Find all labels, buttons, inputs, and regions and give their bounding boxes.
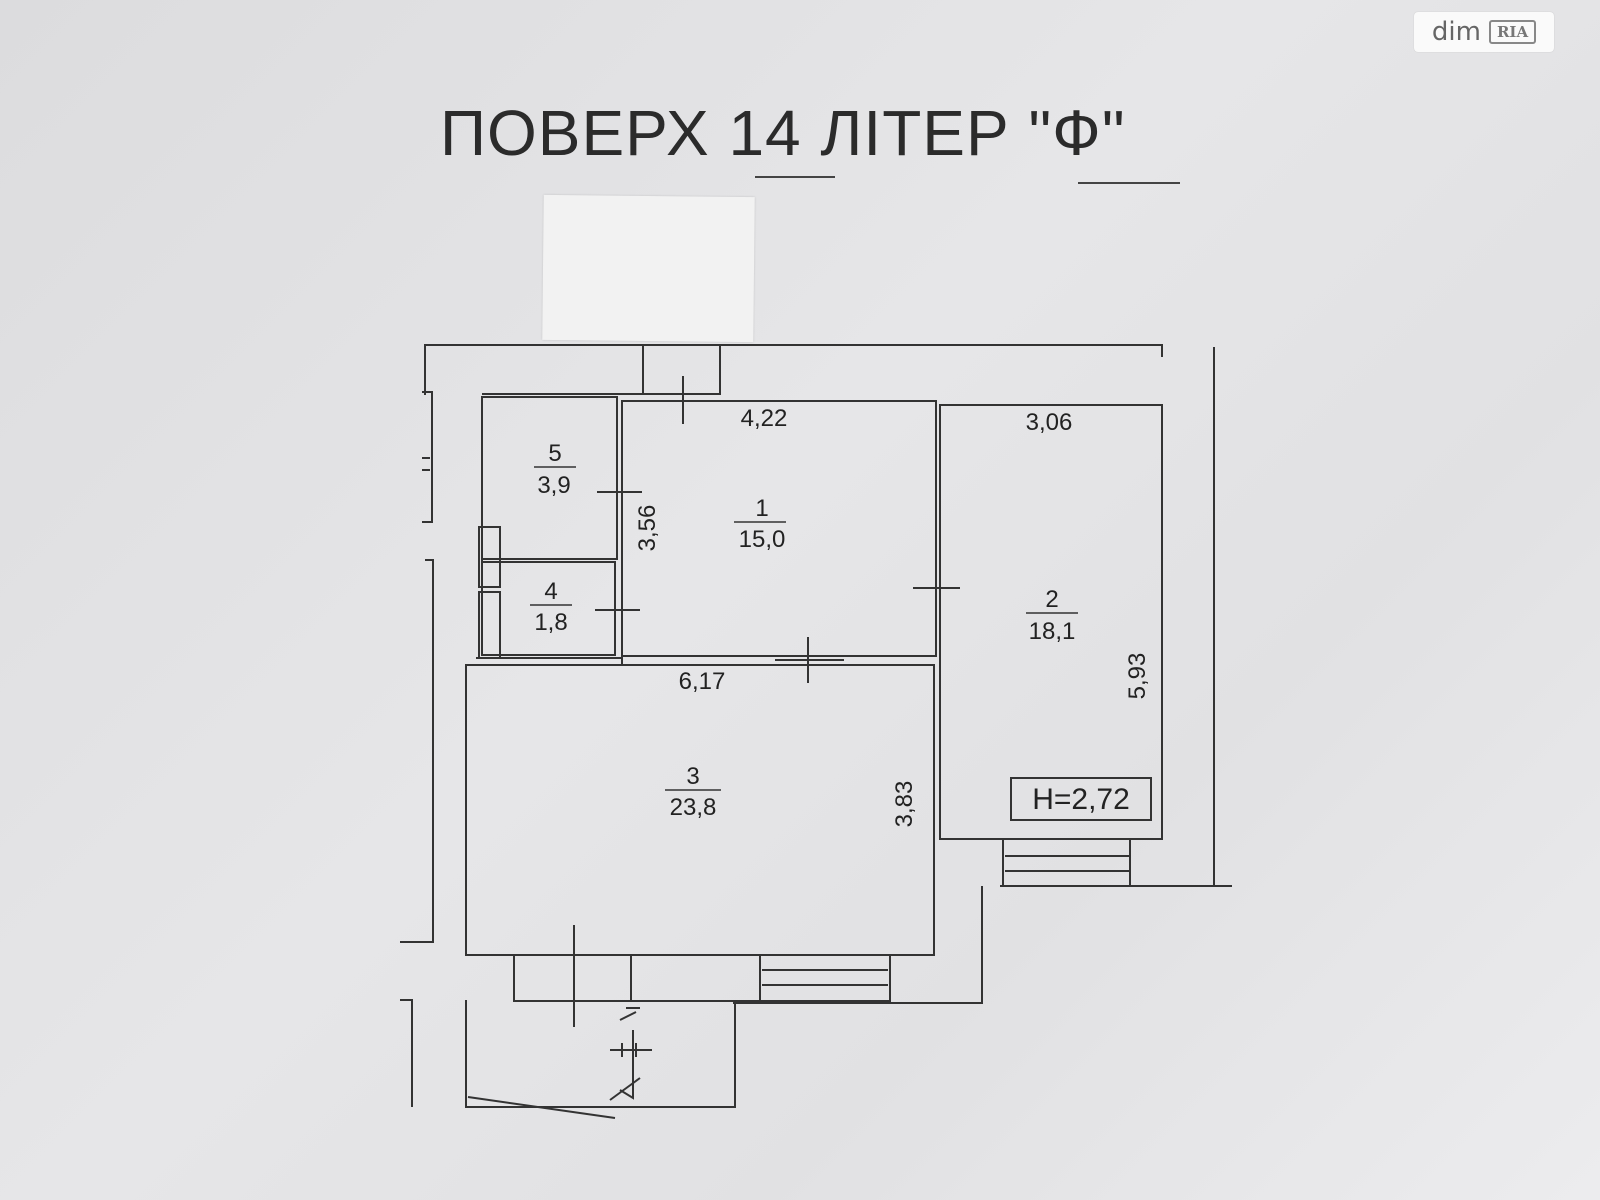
title-floor-number: 14 [728, 97, 802, 169]
room-1-number: 1 [755, 495, 768, 522]
room-3-width-label: 6,17 [679, 668, 726, 695]
floor-title: ПОВЕРХ 14 ЛІТЕР "Ф" [440, 96, 1200, 170]
letter-underline [1078, 182, 1180, 184]
title-prefix: ПОВЕРХ [440, 97, 729, 169]
room-3-number: 3 [686, 763, 699, 790]
room-2-area: 18,1 [1029, 618, 1076, 645]
room-1-width-label: 4,22 [741, 405, 788, 432]
dim-ria-watermark: dim RIA [1414, 12, 1554, 52]
room-3-area: 23,8 [670, 794, 717, 821]
room-2-width-label: 3,06 [1026, 409, 1073, 436]
room-2-height-label: 5,93 [1124, 653, 1151, 700]
floor-underline [755, 176, 835, 178]
room-4-area: 1,8 [534, 609, 567, 636]
room-5-number: 5 [548, 440, 561, 467]
room-5-area: 3,9 [537, 472, 570, 499]
room-1-area: 15,0 [739, 526, 786, 553]
title-middle: ЛІТЕР [801, 97, 1029, 169]
room-2-number: 2 [1045, 586, 1058, 613]
room-3-height-label: 3,83 [891, 781, 918, 828]
watermark-text: dim [1431, 17, 1481, 47]
ceiling-height-box [1010, 777, 1152, 821]
ria-logo: RIA [1488, 20, 1537, 44]
plan-walls [400, 344, 1232, 1119]
ceiling-height-label: H=2,72 [1032, 783, 1130, 816]
room-1-height-label: 3,56 [634, 505, 661, 552]
title-letter: "Ф" [1028, 97, 1126, 169]
room-4-number: 4 [544, 578, 557, 605]
